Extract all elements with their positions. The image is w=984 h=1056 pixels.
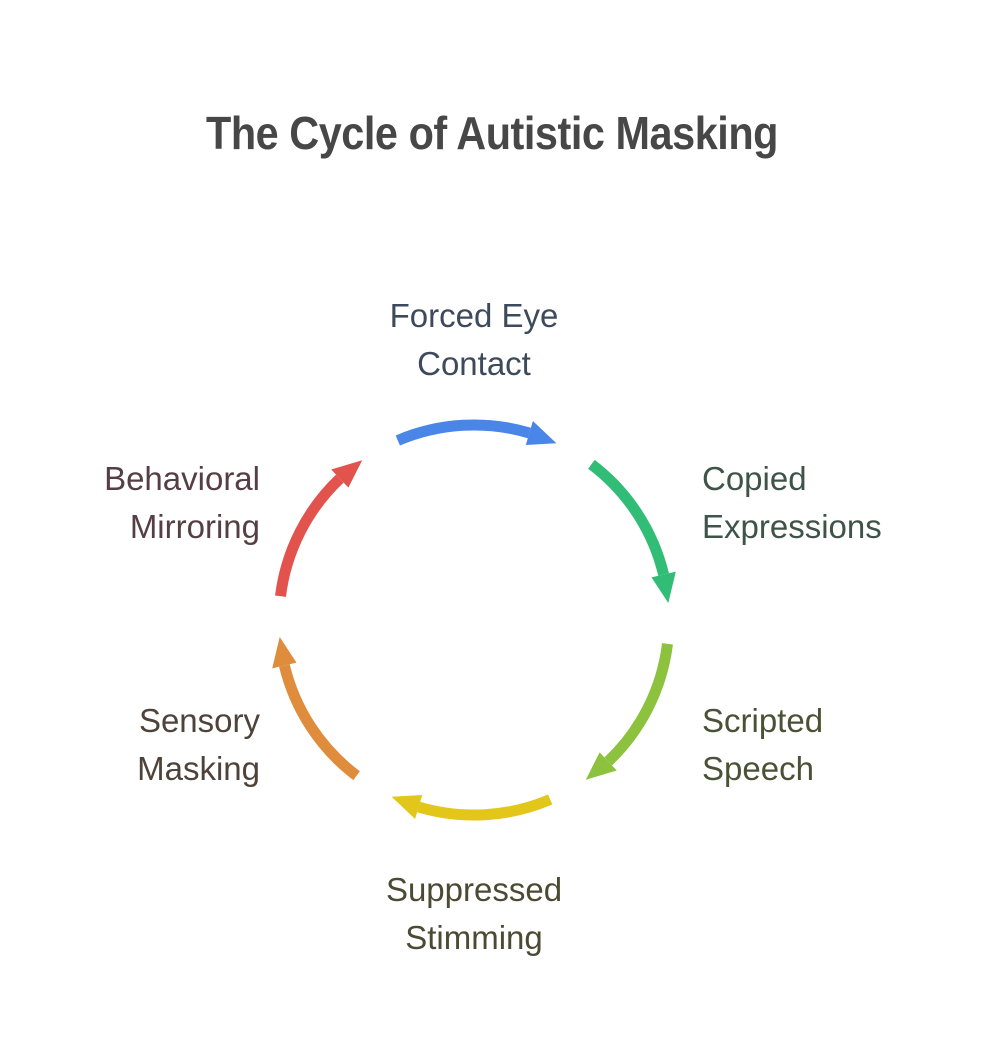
label-scripted-speech: Scripted Speech	[702, 702, 824, 787]
label-forced-eye-contact: Forced Eye Contact	[389, 297, 559, 382]
cycle-arrowhead-copied-expressions	[651, 571, 676, 603]
cycle-arrowhead-forced-eye-contact	[525, 421, 557, 445]
cycle-arrow-forced-eye-contact	[395, 419, 531, 446]
cycle-arrow-scripted-speech	[604, 643, 673, 766]
label-behavioral-mirroring: Behavioral Mirroring	[104, 460, 260, 545]
cycle-arrow-copied-expressions	[588, 459, 669, 576]
label-sensory-masking: Sensory Masking	[137, 702, 260, 787]
cycle-arrowhead-scripted-speech	[585, 752, 617, 780]
cycle-arrow-behavioral-mirroring	[275, 474, 344, 597]
cycle-arrow-suppressed-stimming	[417, 794, 553, 821]
cycle-arrowhead-behavioral-mirroring	[331, 460, 363, 488]
cycle-arrowhead-sensory-masking	[272, 637, 297, 669]
cycle-arrow-sensory-masking	[279, 664, 360, 781]
cycle-arrowhead-suppressed-stimming	[391, 795, 423, 819]
page-title: The Cycle of Autistic Masking	[205, 107, 779, 159]
label-copied-expressions: Copied Expressions	[702, 460, 882, 545]
label-suppressed-stimming: Suppressed Stimming	[385, 871, 563, 956]
